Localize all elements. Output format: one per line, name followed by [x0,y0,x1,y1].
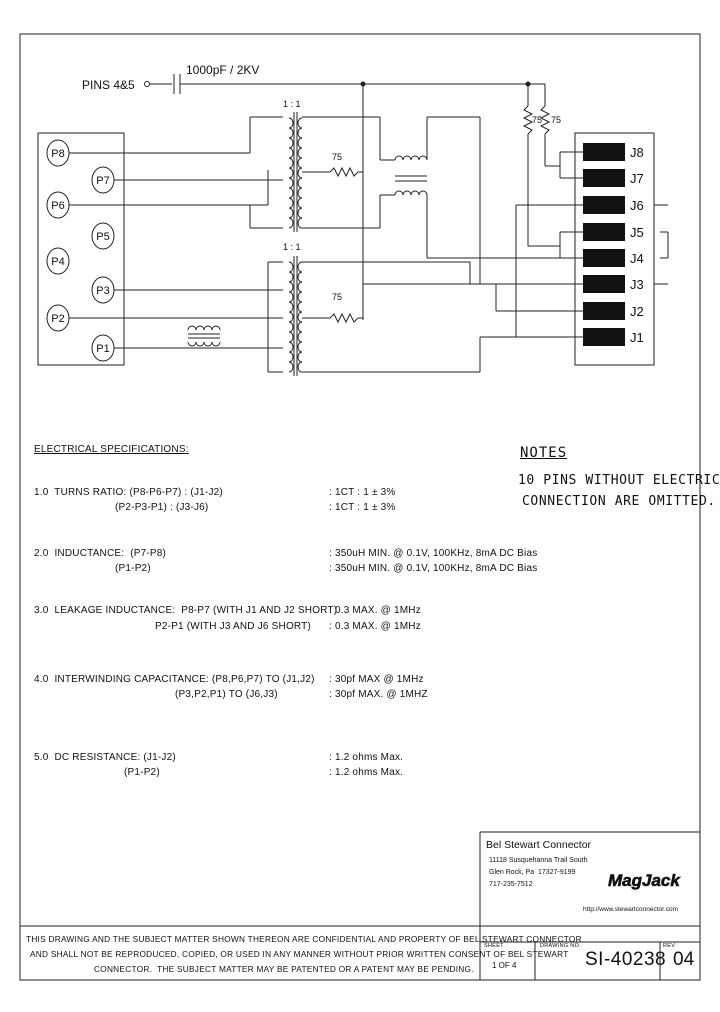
magjack-logo: MagJack [606,862,682,890]
spec-3-label2: P2-P1 (WITH J3 AND J6 SHORT) [155,621,311,632]
pin-label-j4: J4 [630,251,644,266]
spec-5-value1: : 1.2 ohms Max. [329,752,404,763]
pin-label-j1: J1 [630,330,644,345]
company-url: http://www.stewartconnector.com [583,906,679,913]
pin-label-j3: J3 [630,277,644,292]
spec-4-label: 4.0 INTERWINDING CAPACITANCE: (P8,P6,P7)… [34,674,315,685]
pin-label-p5: P5 [96,231,109,243]
company-name: Bel Stewart Connector [486,839,592,851]
spec-5-value2: : 1.2 ohms Max. [329,767,404,778]
company-address-2: Glen Rock, Pa 17327-9199 [489,869,576,876]
pin-p5-ellipse [91,222,115,250]
pin-j4-bar [583,249,625,267]
pin-j2-bar [583,302,625,320]
pin-label-p6: P6 [51,200,64,212]
legal-line-2: AND SHALL NOT BE REPRODUCED, COPIED, OR … [30,949,569,959]
sheet-value: 1 OF 4 [492,961,517,970]
pin-label-p1: P1 [96,343,109,355]
pin-label-j5: J5 [630,225,644,240]
spec-3-label: 3.0 LEAKAGE INDUCTANCE: P8-P7 (WITH J1 A… [34,605,338,616]
company-address-1: 11118 Susquehanna Trail South [489,857,588,864]
spec-3-value1: : 0.3 MAX. @ 1MHz [329,605,421,616]
drawing-number: SI-40238 [585,949,667,970]
pin-label-p3: P3 [96,285,109,297]
ratio-bottom-label: 1 : 1 [283,242,301,252]
spec-1-value1: : 1CT : 1 ± 3% [329,487,396,498]
right-pin-bars [583,143,625,346]
pin-label-p4: P4 [51,256,64,268]
resistor-75-right-b: 75 [551,115,561,125]
pin-j7-bar [583,169,625,187]
sheet-border [19,33,701,981]
pin-label-p8: P8 [51,148,64,160]
pin-j8-bar [583,143,625,161]
notes-title: NOTES [520,445,568,461]
spec-1-label2: (P2-P3-P1) : (J3-J6) [115,502,209,513]
spec-2-value1: : 350uH MIN. @ 0.1V, 100KHz, 8mA DC Bias [329,548,538,559]
pin-j1-bar [583,328,625,346]
spec-4-value1: : 30pf MAX @ 1MHz [329,674,424,685]
schematic-wiring [69,74,669,376]
spec-1-value2: : 1CT : 1 ± 3% [329,502,396,513]
resistor-75-top: 75 [332,152,342,162]
left-pin-ellipses [46,139,115,362]
notes-line-1: 10 PINS WITHOUT ELECTRICAL [518,473,720,488]
specs-heading: ELECTRICAL SPECIFICATIONS: [34,444,189,455]
right-connector-box [574,132,655,366]
pin-label-p2: P2 [51,313,64,325]
rev-label: REV [663,943,676,949]
pin-label-j6: J6 [630,198,644,213]
spec-2-label: 2.0 INDUCTANCE: (P7-P8) [34,548,167,559]
legal-line-1: THIS DRAWING AND THE SUBJECT MATTER SHOW… [26,934,582,944]
spec-2-label2: (P1-P2) [115,563,151,574]
pin-j5-bar [583,223,625,241]
drawing-number-label: DRAWING NO. [540,943,581,949]
resistor-75-right-a: 75 [532,115,542,125]
resistor-75-bottom: 75 [332,292,342,302]
spec-4-label2: (P3,P2,P1) TO (J6,J3) [175,689,278,700]
pins-4-5-label: PINS 4&5 [82,78,135,92]
pin-label-p7: P7 [96,175,109,187]
spec-5-label2: (P1-P2) [124,767,160,778]
magjack-logo-text: MagJack [608,871,681,890]
spec-2-value2: : 350uH MIN. @ 0.1V, 100KHz, 8mA DC Bias [329,563,538,574]
pin-j3-bar [583,275,625,293]
spec-1-label: 1.0 TURNS RATIO: (P8-P6-P7) : (J1-J2) [34,487,223,498]
spec-5-label: 5.0 DC RESISTANCE: (J1-J2) [34,752,176,763]
pin-j6-bar [583,196,625,214]
notes-line-2: CONNECTION ARE OMITTED. [522,494,716,509]
spec-4-value2: : 30pf MAX. @ 1MHZ [329,689,428,700]
pin-p4-ellipse [46,247,70,275]
sheet-label: SHEET [484,943,504,949]
spec-3-value2: : 0.3 MAX. @ 1MHz [329,621,421,632]
company-phone: 717-235-7512 [489,881,533,888]
pin-label-j2: J2 [630,304,644,319]
ratio-top-label: 1 : 1 [283,99,301,109]
rev-value: 04 [673,949,695,970]
pin-label-j7: J7 [630,171,644,186]
pin-label-j8: J8 [630,145,644,160]
capacitor-label: 1000pF / 2KV [186,63,259,77]
left-connector-box [37,132,125,366]
legal-line-3: CONNECTOR. THE SUBJECT MATTER MAY BE PAT… [94,964,474,974]
